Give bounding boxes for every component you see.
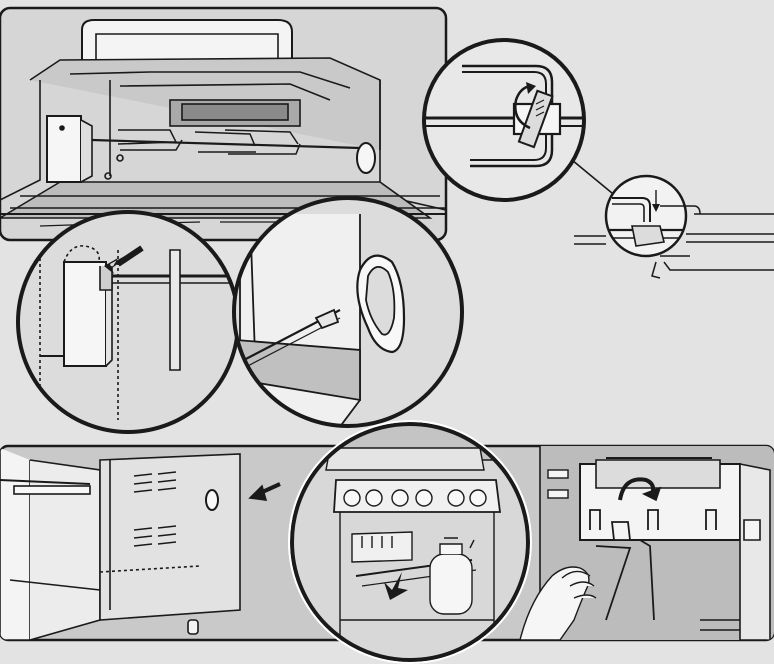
stored-motor — [351, 531, 413, 563]
grill-spit-panel — [0, 6, 448, 242]
fork-screw-small-inset — [604, 174, 688, 258]
cabinet-interior-inset — [288, 420, 532, 664]
rotisserie-motor-icon — [46, 115, 93, 183]
cabinet-insert-arrow — [384, 572, 408, 600]
spit-handle-icon — [356, 142, 376, 174]
storage-cabinet-icon — [0, 448, 241, 640]
motor-storage-bracket — [579, 457, 771, 640]
leader-line — [571, 159, 619, 199]
motor-hang-rotate-arrow — [618, 477, 656, 501]
spit-fork-icon — [117, 129, 301, 155]
hand-icon — [519, 566, 597, 640]
spit-fork-extension — [574, 205, 774, 279]
fork-screw-rotate-arrow — [514, 84, 531, 130]
spit-hanger — [595, 521, 655, 621]
motor-bracket-inset — [16, 210, 240, 434]
propane-tank-icon — [429, 537, 473, 615]
spit-handle-inset — [232, 196, 464, 428]
fork-screw-inset — [422, 38, 586, 202]
